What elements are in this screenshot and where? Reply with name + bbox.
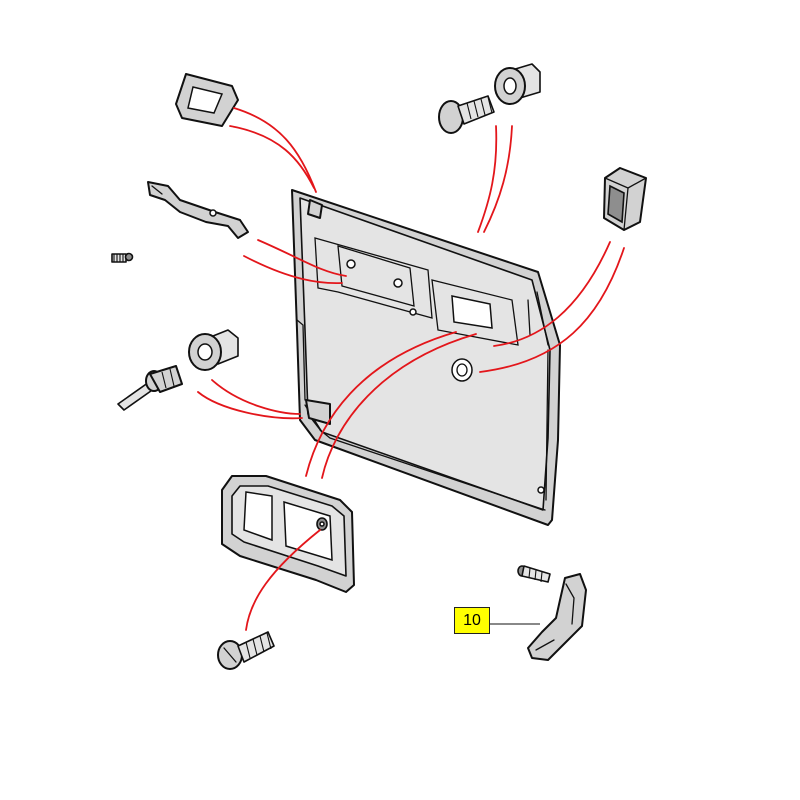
bezel-screw [217,631,275,670]
leader-rivet-b [211,379,301,415]
leader-bezel-b [321,333,477,479]
leader-bezel-screw [245,529,321,631]
leader-square-clip-a [493,241,611,347]
leader-lines [197,107,625,631]
push-fastener-and-grommet [438,63,541,134]
leader-push-fastener-b [483,125,513,233]
small-screw [111,252,134,263]
leader-square-clip-b [479,247,625,373]
leader-rivet-a [197,391,303,420]
lock-lever [527,573,587,661]
square-clip [603,167,647,231]
corner-clip [175,73,239,127]
door-trim-panel [291,189,561,526]
leader-corner-clip [233,107,317,193]
leader-pull-handle-a [229,125,315,189]
leader-push-fastener-a [477,125,498,233]
leader-pull-handle-b [257,239,347,277]
pull-handle [147,181,249,239]
handle-bezel [221,475,355,593]
callout-10-label: 10 [454,607,490,634]
trim-rivet-and-grommet [117,329,239,411]
lever-screw [517,565,551,583]
leader-bezel-a [305,331,457,477]
leader-small-screw [243,255,343,285]
